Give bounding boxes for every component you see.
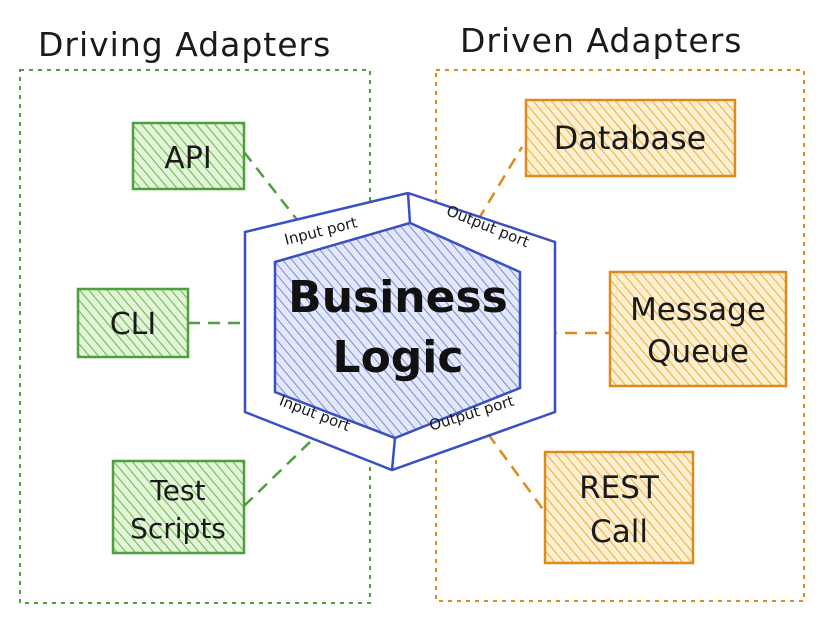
adapter-cli: CLI — [76, 287, 190, 359]
adapter-api-box — [131, 121, 246, 191]
connector-test-scripts — [243, 439, 313, 507]
adapter-message-queue: Message Queue — [608, 270, 788, 388]
adapter-api-label: API — [164, 141, 211, 176]
core-label-line2: Logic — [333, 332, 464, 383]
driven-adapters-group: Driven Adapters — [435, 21, 805, 602]
adapter-database-box — [524, 98, 737, 178]
connector-database — [476, 146, 524, 221]
adapter-api: API — [131, 121, 246, 191]
adapter-cli-box — [76, 287, 190, 359]
port-divider-top — [406, 192, 412, 224]
core-hexagon: Input port Output port Input port Output… — [243, 191, 557, 472]
port-divider-bottom — [390, 437, 397, 471]
adapter-message-queue-label-line2: Queue — [647, 334, 749, 370]
adapter-rest-call-label-line2: Call — [590, 514, 648, 550]
adapter-rest-call: REST Call — [543, 450, 695, 565]
adapter-database-label: Database — [554, 119, 707, 157]
adapter-test-scripts-label-line2: Scripts — [130, 512, 226, 545]
driving-adapters-group: Driving Adapters — [19, 25, 371, 604]
connector-api — [243, 151, 299, 222]
adapter-rest-call-label-line1: REST — [579, 470, 660, 506]
adapter-test-scripts-label-line1: Test — [149, 474, 205, 507]
adapter-database: Database — [524, 98, 737, 178]
adapter-test-scripts: Test Scripts — [111, 459, 246, 555]
connector-rest-call — [486, 433, 547, 513]
adapter-rest-call-box — [543, 450, 695, 565]
driving-group-title: Driving Adapters — [38, 25, 331, 64]
adapter-cli-label: CLI — [110, 307, 157, 342]
driving-group-border — [19, 69, 371, 604]
adapter-message-queue-box — [608, 270, 788, 388]
core-label-line1: Business — [288, 272, 508, 323]
adapter-test-scripts-box — [111, 459, 246, 555]
driven-group-title: Driven Adapters — [460, 21, 743, 60]
adapter-message-queue-label-line1: Message — [630, 292, 766, 328]
